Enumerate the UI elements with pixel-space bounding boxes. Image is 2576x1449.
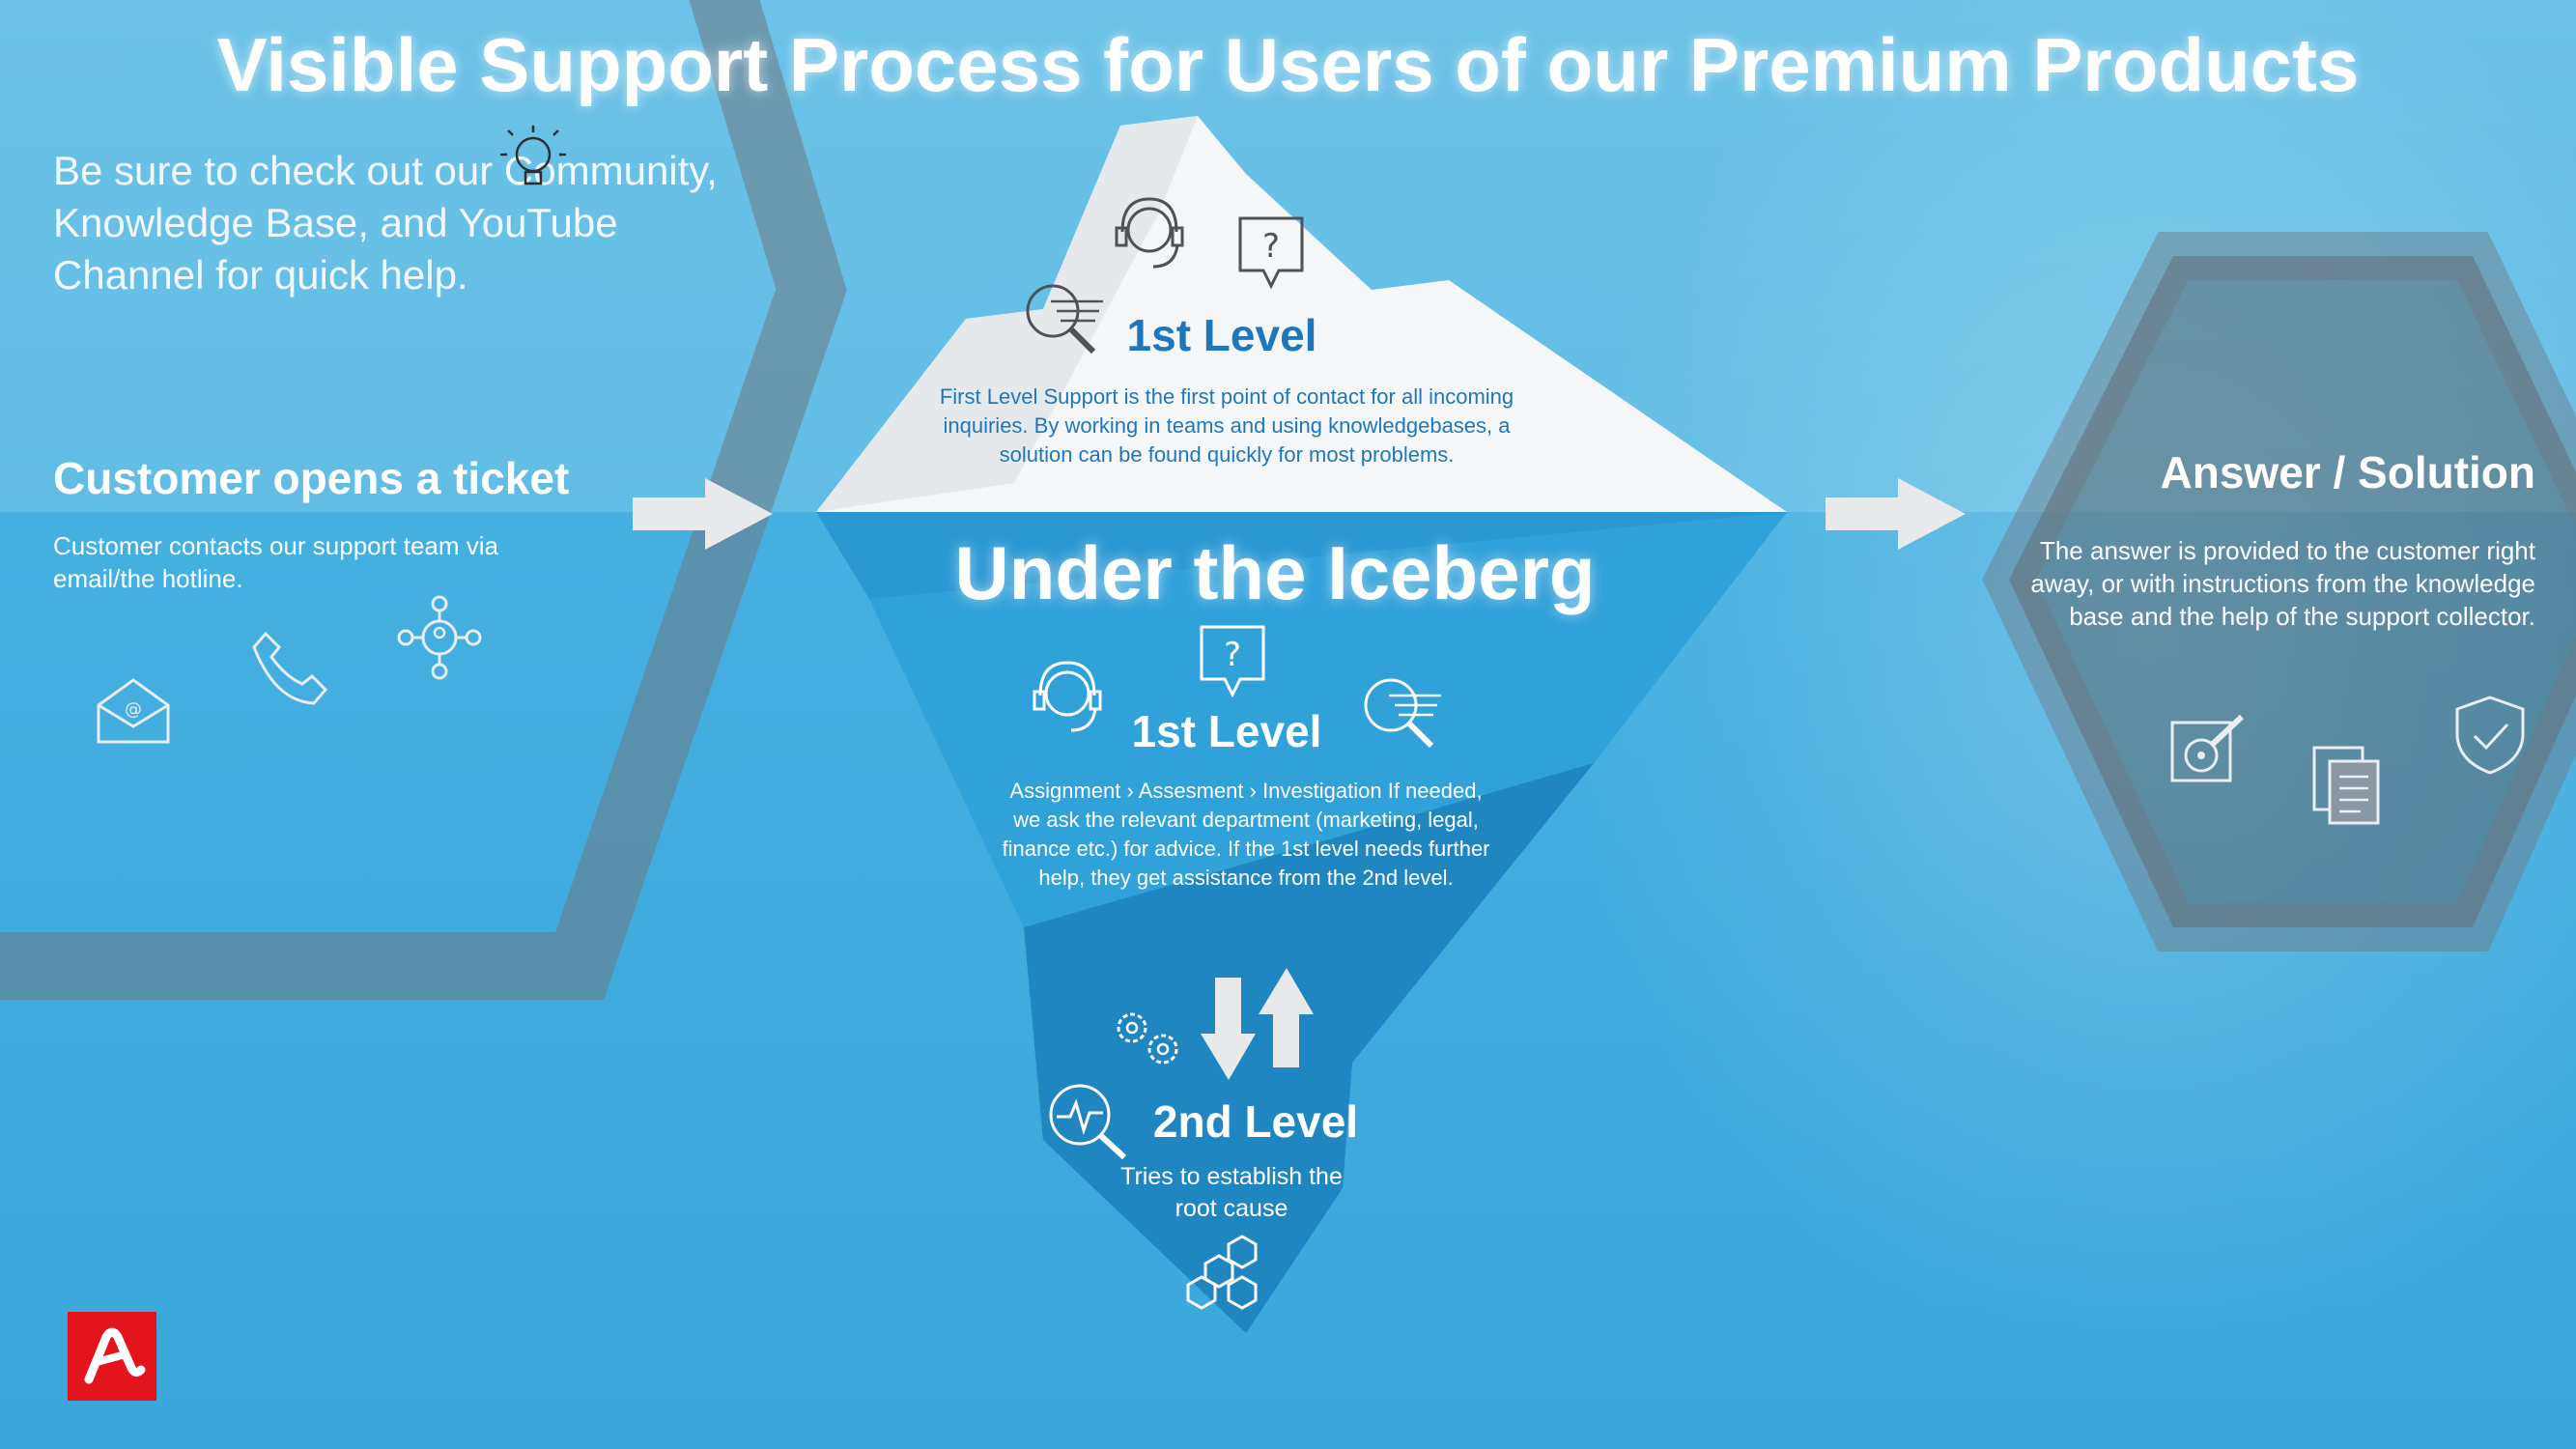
disk-tool-icon (2170, 714, 2245, 782)
right-hexagon (1982, 232, 2576, 952)
email-icon: @ (97, 678, 170, 744)
right-heading: Answer / Solution (2160, 447, 2535, 497)
right-text: The answer is provided to the customer r… (2030, 536, 2535, 631)
iceberg-under-shade (1024, 763, 1594, 1333)
iceberg-under-light (869, 512, 1787, 927)
documents-icon (2312, 746, 2380, 825)
left-text: Customer contacts our support team via e… (53, 531, 498, 593)
iceberg-top (816, 116, 1787, 512)
svg-text:@: @ (125, 699, 142, 720)
iceberg-top-text: First Level Support is the first point o… (939, 384, 1514, 467)
under-iceberg-heading: Under the Iceberg (954, 530, 1596, 615)
under-level1-text: Assignment › Assesment › Investigation I… (1002, 779, 1490, 890)
under-level1-heading: 1st Level (1131, 706, 1322, 756)
search-document-icon (1026, 284, 1103, 355)
phone-icon (252, 631, 328, 705)
svg-text:?: ? (1224, 636, 1241, 674)
arrow-down (1201, 978, 1256, 1080)
hexagon-network-icon (1186, 1235, 1258, 1310)
analytics-search-icon (1049, 1084, 1127, 1160)
iceberg-top-heading: 1st Level (1126, 310, 1317, 360)
shield-check-icon (2455, 696, 2525, 775)
arrow-right-right (1826, 478, 1966, 550)
page-title: Visible Support Process for Users of our… (216, 22, 2360, 107)
question-bubble-icon: ? (1200, 625, 1265, 698)
under-level2-heading: 2nd Level (1152, 1096, 1359, 1147)
left-heading: Customer opens a ticket (53, 453, 570, 503)
gears-icon (1117, 1012, 1178, 1065)
search-document-icon (1364, 678, 1441, 749)
left-hexagon-frame (0, 0, 847, 1000)
headset-agent-icon (1033, 661, 1102, 732)
brand-logo (68, 1312, 156, 1401)
under-level2-text: Tries to establish the root cause (1120, 1163, 1343, 1222)
network-user-icon (397, 595, 482, 680)
question-bubble-icon: ? (1238, 216, 1304, 290)
arrow-up (1259, 968, 1314, 1067)
lightbulb-icon (500, 126, 566, 185)
svg-text:?: ? (1262, 227, 1280, 266)
help-tip: Be sure to check out our Community, Know… (53, 148, 718, 298)
iceberg-top-shade (816, 116, 1198, 512)
arrow-right-left (633, 478, 773, 550)
headset-agent-icon (1115, 197, 1184, 269)
